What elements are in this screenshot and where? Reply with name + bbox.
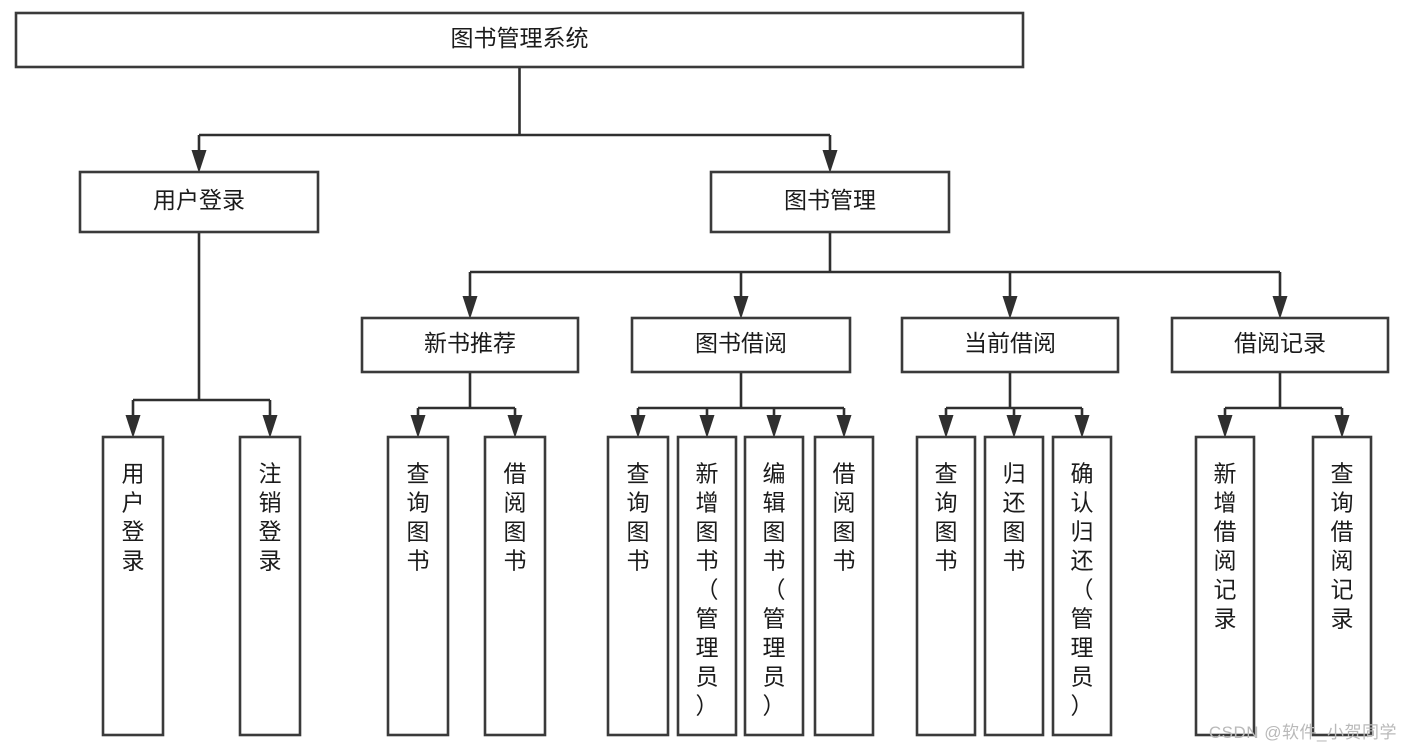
- arrow-head-icon-e-nbr-borrow: [507, 415, 523, 438]
- node-box-current-borrow[interactable]: [900, 316, 1120, 374]
- arrow-head-icon-e-nbr-query: [410, 415, 426, 438]
- arrow-head-icon-e-bb-query: [630, 415, 646, 438]
- arrow-head-icon-e-root-user-login: [191, 150, 207, 173]
- node-book-borrow[interactable]: 图书借阅: [630, 316, 852, 374]
- connector-group-new-book-recommend: [410, 372, 523, 438]
- node-label-leaf-confirm-return: 确认归还（管理员）: [1071, 461, 1094, 719]
- node-label-leaf-borrow-book: 借阅图书: [833, 461, 856, 574]
- node-box-leaf-return-book[interactable]: [983, 435, 1045, 737]
- arrow-head-icon-e-bm-borrow-record: [1272, 296, 1288, 319]
- connector-group-book-borrow: [630, 372, 852, 438]
- arrow-head-icon-e-bm-book-borrow: [733, 296, 749, 319]
- node-leaf-query-borrow-record[interactable]: 查询借阅记录: [1311, 435, 1373, 737]
- node-box-book-borrow[interactable]: [630, 316, 852, 374]
- node-label-new-book-recommend: 新书推荐: [424, 330, 516, 356]
- node-box-root[interactable]: [14, 11, 1025, 69]
- arrow-head-icon-e-cb-confirm: [1074, 415, 1090, 438]
- node-layer: 图书管理系统用户登录图书管理新书推荐图书借阅当前借阅借阅记录用户登录注销登录查询…: [14, 11, 1390, 737]
- node-label-leaf-query-book-recommend: 查询图书: [407, 461, 430, 574]
- node-box-leaf-borrow-book[interactable]: [813, 435, 875, 737]
- node-leaf-user-login[interactable]: 用户登录: [101, 435, 165, 737]
- node-box-leaf-add-book[interactable]: [676, 435, 738, 737]
- node-leaf-query-book-borrow[interactable]: 查询图书: [606, 435, 670, 737]
- node-leaf-edit-book[interactable]: 编辑图书（管理员）: [743, 435, 805, 737]
- arrow-head-icon-e-user-login-leaf-logout: [262, 415, 278, 438]
- arrow-head-icon-e-bb-borrow: [836, 415, 852, 438]
- node-label-leaf-logout: 注销登录: [259, 461, 282, 574]
- node-leaf-add-book[interactable]: 新增图书（管理员）: [676, 435, 738, 737]
- node-user-login[interactable]: 用户登录: [78, 170, 320, 234]
- arrow-head-icon-e-cb-query: [938, 415, 954, 438]
- arrow-head-icon-e-br-query: [1334, 415, 1350, 438]
- node-label-leaf-add-borrow-record: 新增借阅记录: [1214, 461, 1237, 632]
- arrow-head-icon-e-root-book-management: [822, 150, 838, 173]
- node-box-leaf-borrow-book-recommend[interactable]: [483, 435, 547, 737]
- node-label-leaf-query-book-borrow: 查询图书: [627, 461, 650, 574]
- node-new-book-recommend[interactable]: 新书推荐: [360, 316, 580, 374]
- node-box-leaf-query-book-current[interactable]: [915, 435, 977, 737]
- node-label-leaf-query-borrow-record: 查询借阅记录: [1331, 461, 1354, 632]
- node-leaf-query-book-recommend[interactable]: 查询图书: [386, 435, 450, 737]
- node-leaf-logout[interactable]: 注销登录: [238, 435, 302, 737]
- node-box-leaf-user-login[interactable]: [101, 435, 165, 737]
- node-label-leaf-add-book: 新增图书（管理员）: [696, 461, 719, 719]
- node-label-leaf-user-login: 用户登录: [122, 461, 145, 574]
- node-label-user-login: 用户登录: [153, 187, 245, 213]
- arrow-head-icon-e-bm-new-book-recommend: [462, 296, 478, 319]
- node-box-leaf-query-book-recommend[interactable]: [386, 435, 450, 737]
- node-box-leaf-add-borrow-record[interactable]: [1194, 435, 1256, 737]
- arrow-head-icon-e-bb-edit: [766, 415, 782, 438]
- watermark-label: CSDN @软件_小贺同学: [1208, 723, 1397, 742]
- node-borrow-record[interactable]: 借阅记录: [1170, 316, 1390, 374]
- connector-group-current-borrow: [938, 372, 1090, 438]
- connector-layer: [125, 67, 1350, 438]
- arrow-head-icon-e-user-login-leaf-user-login: [125, 415, 141, 438]
- connector-group-book-management: [462, 232, 1288, 319]
- node-box-leaf-query-book-borrow[interactable]: [606, 435, 670, 737]
- connector-group-root: [191, 67, 838, 173]
- node-leaf-query-book-current[interactable]: 查询图书: [915, 435, 977, 737]
- node-leaf-return-book[interactable]: 归还图书: [983, 435, 1045, 737]
- node-label-book-management: 图书管理: [784, 187, 876, 213]
- arrow-head-icon-e-bb-add: [699, 415, 715, 438]
- node-box-leaf-edit-book[interactable]: [743, 435, 805, 737]
- connector-group-borrow-record: [1217, 372, 1350, 438]
- node-box-book-management[interactable]: [709, 170, 951, 234]
- node-label-leaf-edit-book: 编辑图书（管理员）: [763, 461, 786, 719]
- connector-group-user-login: [125, 232, 278, 438]
- node-box-user-login[interactable]: [78, 170, 320, 234]
- node-leaf-borrow-book[interactable]: 借阅图书: [813, 435, 875, 737]
- node-leaf-confirm-return[interactable]: 确认归还（管理员）: [1051, 435, 1113, 737]
- node-leaf-add-borrow-record[interactable]: 新增借阅记录: [1194, 435, 1256, 737]
- node-label-borrow-record: 借阅记录: [1234, 330, 1326, 356]
- node-label-root: 图书管理系统: [451, 25, 589, 51]
- node-root[interactable]: 图书管理系统: [14, 11, 1025, 69]
- arrow-head-icon-e-cb-return: [1006, 415, 1022, 438]
- arrow-head-icon-e-br-add: [1217, 415, 1233, 438]
- node-leaf-borrow-book-recommend[interactable]: 借阅图书: [483, 435, 547, 737]
- node-label-book-borrow: 图书借阅: [695, 330, 787, 356]
- node-box-leaf-confirm-return[interactable]: [1051, 435, 1113, 737]
- node-box-leaf-query-borrow-record[interactable]: [1311, 435, 1373, 737]
- node-box-leaf-logout[interactable]: [238, 435, 302, 737]
- node-box-new-book-recommend[interactable]: [360, 316, 580, 374]
- node-book-management[interactable]: 图书管理: [709, 170, 951, 234]
- node-box-borrow-record[interactable]: [1170, 316, 1390, 374]
- node-label-current-borrow: 当前借阅: [964, 330, 1056, 356]
- arrow-head-icon-e-bm-current-borrow: [1002, 296, 1018, 319]
- node-label-leaf-borrow-book-recommend: 借阅图书: [504, 461, 527, 574]
- node-current-borrow[interactable]: 当前借阅: [900, 316, 1120, 374]
- node-label-leaf-return-book: 归还图书: [1003, 461, 1026, 574]
- node-label-leaf-query-book-current: 查询图书: [935, 461, 958, 574]
